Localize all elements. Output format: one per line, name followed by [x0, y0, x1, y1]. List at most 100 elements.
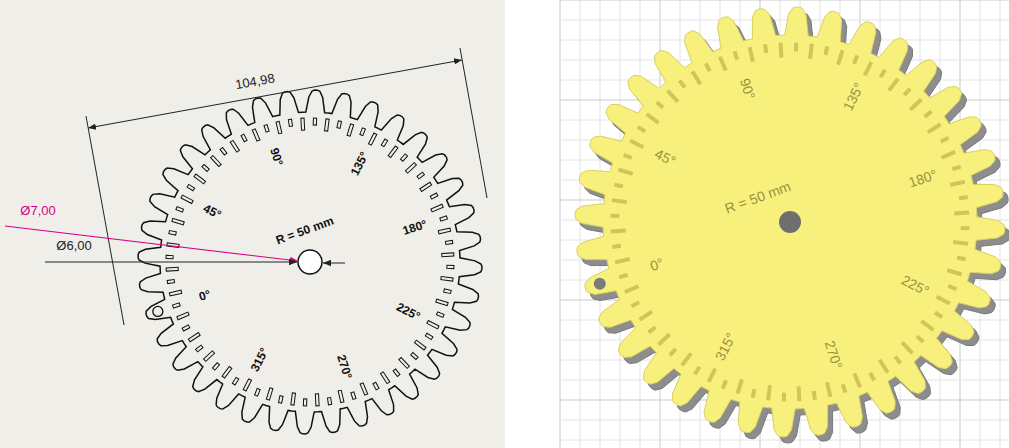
tick-slot: [212, 363, 219, 370]
tick-slot: [393, 369, 400, 376]
tick-slot: [243, 379, 251, 391]
tick-slot: [624, 284, 639, 294]
tick-slot: [264, 125, 269, 133]
tick-slot: [824, 46, 830, 55]
angle-label: 45°: [652, 147, 678, 170]
tick-slot: [347, 124, 354, 136]
tick-slot: [903, 87, 912, 96]
cad-background: [0, 0, 505, 448]
angle-label: 270°: [821, 339, 845, 371]
tick-slot: [222, 366, 232, 378]
tick-slot: [405, 163, 416, 174]
tick-slot: [430, 193, 438, 199]
tick-slot: [291, 393, 296, 405]
tick-slot: [916, 335, 925, 344]
tick-slot: [278, 396, 283, 404]
tick-slot: [618, 168, 634, 176]
tick-slot: [619, 273, 629, 280]
tick-slot: [954, 211, 969, 216]
tick-slot: [211, 156, 222, 167]
center-hole: [298, 250, 322, 274]
dimension-value: 104,98: [234, 71, 276, 92]
tick-slot: [194, 174, 206, 184]
tick-slot: [202, 164, 209, 171]
tick-slot: [232, 377, 238, 385]
tick-slot: [400, 154, 407, 161]
tick-slot: [411, 352, 418, 359]
tick-slot: [936, 295, 951, 305]
tick-slot: [301, 118, 305, 130]
tick-slot: [909, 98, 923, 111]
dimension-line: [88, 60, 462, 128]
tick-slot: [680, 352, 692, 366]
tick-slot: [167, 279, 174, 283]
tick-slot: [894, 355, 903, 364]
tick-slot: [879, 69, 887, 79]
tick-slot: [707, 368, 717, 383]
extension-line: [460, 48, 487, 198]
tick-slot: [313, 118, 316, 125]
tick-slot: [369, 133, 377, 145]
tick-slot: [794, 43, 798, 52]
tick-slot: [887, 77, 899, 91]
tick-slot: [360, 383, 368, 395]
angle-label: 45°: [201, 202, 223, 222]
tick-slot: [445, 240, 452, 244]
tick-slot: [961, 226, 970, 230]
tick-slot: [444, 289, 452, 294]
tick-slot: [952, 165, 962, 172]
tick-slot: [188, 333, 200, 342]
tick-slot: [812, 391, 817, 400]
tick-slot: [836, 50, 844, 66]
tick-slot: [691, 70, 703, 85]
tick-slot: [763, 44, 768, 53]
marker-hole: [594, 278, 606, 290]
tick-slot: [940, 136, 950, 144]
tick-slot: [230, 140, 239, 152]
dimension-value: Ø6,00: [56, 239, 91, 253]
tick-slot: [427, 321, 439, 329]
tick-slot: [324, 119, 329, 131]
tick-slot: [779, 43, 784, 58]
tick-slot: [748, 47, 755, 63]
diameter-leader: [5, 226, 298, 261]
tick-slot: [957, 256, 966, 262]
marker-hole: [153, 306, 163, 316]
tick-slot: [169, 290, 181, 296]
grid-line: [560, 0, 1009, 1]
angle-label: 90°: [267, 147, 285, 168]
tick-slot: [187, 184, 195, 190]
tick-slot: [196, 345, 203, 352]
tick-slot: [645, 112, 659, 124]
gear-face: [575, 7, 1005, 437]
tick-slot: [841, 384, 848, 394]
tick-slot: [666, 89, 679, 103]
tick-slot: [441, 276, 453, 281]
tick-slot: [414, 340, 426, 350]
tick-slot: [704, 63, 712, 73]
tick-slot: [417, 172, 424, 179]
tick-slot: [736, 379, 744, 395]
tick-slot: [733, 51, 740, 61]
angle-label: 270°: [334, 353, 354, 381]
tick-slot: [615, 257, 631, 264]
angle-label: 180°: [401, 218, 429, 238]
tick-slot: [637, 125, 647, 133]
tick-slot: [808, 44, 814, 59]
plate-ground: [560, 0, 1009, 448]
tick-slot: [373, 382, 379, 390]
tick-slot: [381, 139, 387, 147]
tick-slot: [182, 325, 190, 331]
tick-slot: [431, 204, 443, 212]
tick-slot: [172, 218, 184, 225]
tick-slot: [381, 372, 390, 384]
tick-slot: [655, 100, 664, 109]
build-plate-grid: [560, 0, 1009, 448]
tick-slot: [177, 312, 189, 320]
tick-slot: [204, 351, 215, 362]
tick-slot: [440, 216, 448, 221]
tick-slot: [647, 326, 656, 335]
grid-line: [560, 20, 1009, 21]
